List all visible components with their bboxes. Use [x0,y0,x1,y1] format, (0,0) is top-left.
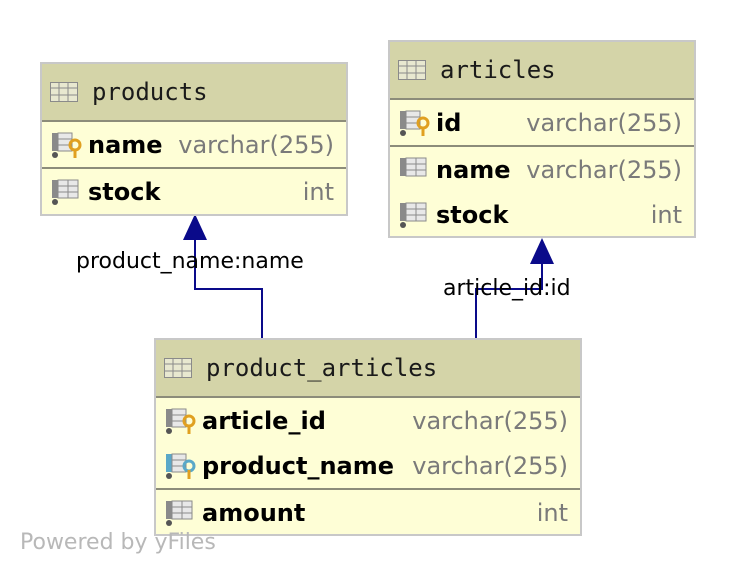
column-icon [166,499,196,531]
column-icon [52,178,82,210]
column-type: varchar(255) [412,406,568,435]
primary-key-column-icon [166,407,196,439]
table-articles[interactable]: articles id varchar(255) name varchar(25… [388,40,696,238]
column-type: int [302,177,334,206]
column-name: article_id [202,406,326,435]
foreign-key-column-icon [166,452,196,484]
edge-article-id[interactable] [475,262,543,338]
column-type: varchar(255) [526,155,682,184]
column-name: amount [202,498,306,527]
column-row[interactable]: name varchar(255) [390,145,694,192]
column-row[interactable]: name varchar(255) [42,122,346,167]
table-products[interactable]: products name varchar(255) stock int [40,62,348,216]
table-name: articles [440,56,556,84]
table-name: products [92,78,208,106]
column-type: varchar(255) [178,130,334,159]
column-name: name [436,155,511,184]
edge-label-article-id: article_id:id [443,276,571,301]
column-name: product_name [202,451,395,480]
yfiles-watermark: Powered by yFiles [20,530,216,555]
column-type: varchar(255) [526,108,682,137]
edge-product-name[interactable] [194,238,263,338]
table-icon [50,82,78,106]
column-row[interactable]: stock int [390,192,694,237]
column-name: id [436,108,462,137]
table-header[interactable]: articles [390,42,694,100]
column-name: stock [436,200,509,229]
column-type: int [536,498,568,527]
table-header[interactable]: product_articles [156,340,580,398]
edge-arrowhead-articles [530,238,554,264]
column-type: int [650,200,682,229]
column-name: stock [88,177,161,206]
primary-key-column-icon [52,131,82,163]
column-row[interactable]: amount int [156,488,580,535]
primary-key-column-icon [400,109,430,141]
column-name: name [88,130,163,159]
column-icon [400,156,430,188]
column-type: varchar(255) [412,451,568,480]
table-product-articles[interactable]: product_articles article_id varchar(255)… [154,338,582,536]
column-row[interactable]: article_id varchar(255) [156,398,580,443]
table-header[interactable]: products [42,64,346,122]
edge-arrowhead-products [183,214,207,240]
table-name: product_articles [206,354,438,382]
table-icon [398,60,426,84]
column-icon [400,201,430,233]
column-row[interactable]: id varchar(255) [390,100,694,145]
column-row[interactable]: stock int [42,167,346,214]
edge-label-product-name: product_name:name [76,249,304,274]
column-row[interactable]: product_name varchar(255) [156,443,580,488]
table-icon [164,358,192,382]
